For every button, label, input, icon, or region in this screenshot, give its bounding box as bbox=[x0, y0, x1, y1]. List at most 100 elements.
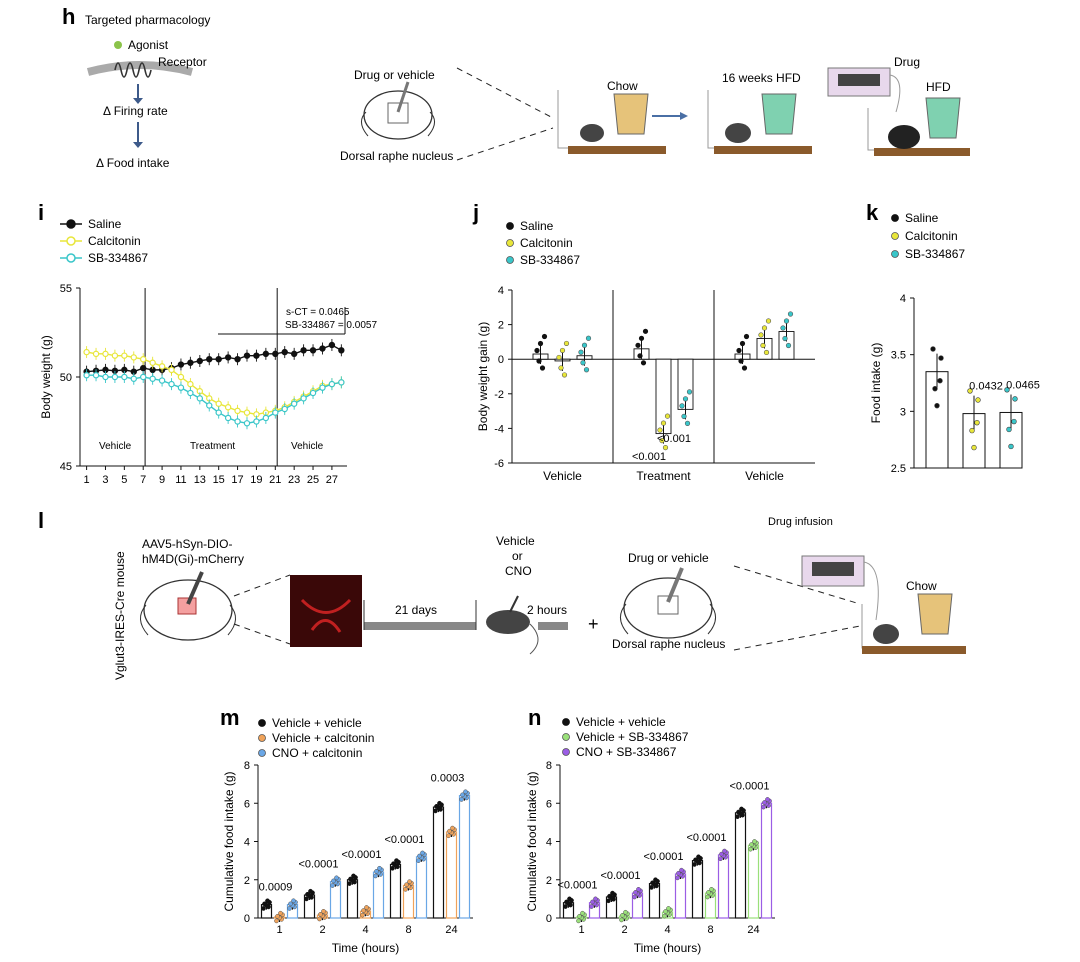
data-point bbox=[206, 402, 213, 409]
l-mouse-line: Vglut3-IRES-Cre mouse bbox=[113, 551, 127, 680]
data-dot bbox=[610, 890, 615, 896]
data-dot bbox=[739, 340, 746, 347]
data-dot bbox=[686, 389, 693, 395]
data-dot bbox=[450, 825, 455, 831]
data-dot bbox=[308, 888, 313, 894]
data-dot bbox=[623, 909, 628, 915]
data-dot bbox=[265, 898, 270, 904]
data-dot bbox=[564, 899, 569, 905]
data-dot bbox=[317, 916, 322, 922]
data-point bbox=[224, 354, 232, 361]
data-dot bbox=[679, 403, 685, 409]
x-tick-label: 4 bbox=[362, 924, 368, 936]
data-dot bbox=[437, 800, 442, 806]
data-dot bbox=[739, 806, 744, 812]
h-hfd16: 16 weeks HFD bbox=[722, 71, 801, 85]
data-dot bbox=[780, 325, 786, 331]
data-point bbox=[281, 405, 288, 413]
x-tick-label: 4 bbox=[664, 924, 670, 936]
data-dot bbox=[662, 913, 667, 919]
data-dot bbox=[975, 397, 981, 403]
data-point bbox=[338, 379, 345, 386]
data-dot bbox=[969, 427, 975, 434]
data-point bbox=[215, 400, 222, 407]
data-dot bbox=[752, 839, 757, 844]
p-value-label: <0.0001 bbox=[298, 859, 338, 871]
data-dot bbox=[373, 873, 378, 879]
data-dot bbox=[347, 881, 352, 886]
mouse-icon bbox=[580, 124, 604, 142]
data-dot bbox=[287, 906, 292, 911]
y-tick-label: 2 bbox=[498, 320, 504, 332]
data-dot bbox=[581, 342, 588, 348]
data-point bbox=[121, 352, 128, 359]
data-dot bbox=[620, 912, 625, 918]
data-dot bbox=[1012, 396, 1018, 402]
bar bbox=[445, 831, 458, 919]
pump-body bbox=[812, 562, 854, 576]
data-dot bbox=[932, 385, 938, 392]
data-point bbox=[328, 341, 336, 349]
p-value-label: 0.0003 bbox=[431, 773, 465, 785]
data-dot bbox=[619, 917, 624, 923]
panel-letter-h: h bbox=[62, 4, 75, 29]
phase-label: Vehicle bbox=[99, 441, 132, 452]
data-point bbox=[111, 373, 119, 381]
data-point bbox=[243, 352, 251, 359]
data-point bbox=[300, 395, 307, 402]
data-dot bbox=[589, 904, 594, 909]
brain-section-icon-2 bbox=[140, 571, 236, 641]
legend-marker bbox=[66, 219, 76, 229]
x-tick-label: 17 bbox=[231, 474, 243, 486]
y-tick-label: 2.5 bbox=[891, 463, 906, 475]
data-dot bbox=[1008, 443, 1014, 450]
data-dot bbox=[563, 904, 568, 909]
data-dot bbox=[541, 333, 548, 340]
data-dot bbox=[743, 333, 750, 340]
data-dot bbox=[758, 332, 764, 338]
panel-letter-i: i bbox=[38, 200, 44, 225]
data-dot bbox=[663, 909, 668, 914]
p-value-label: 0.0465 bbox=[1006, 379, 1040, 391]
panel-letter-n: n bbox=[528, 705, 541, 730]
data-point bbox=[290, 400, 298, 407]
data-dot bbox=[416, 858, 421, 863]
x-tick-label: 9 bbox=[159, 474, 165, 486]
data-dot bbox=[590, 899, 595, 905]
y-tick-label: 55 bbox=[60, 283, 72, 295]
dashed-line-4 bbox=[233, 623, 291, 645]
data-dot bbox=[749, 842, 754, 847]
bar bbox=[372, 871, 385, 919]
data-point bbox=[140, 373, 147, 381]
legend-label: CNO + SB-334867 bbox=[576, 745, 677, 759]
data-dot bbox=[938, 355, 944, 361]
bar bbox=[432, 806, 445, 919]
series-line-calcitonin bbox=[86, 351, 342, 416]
stat-label: s-CT = 0.0465 bbox=[286, 307, 350, 318]
data-point bbox=[140, 364, 147, 372]
data-dot bbox=[433, 808, 438, 814]
data-point bbox=[243, 420, 251, 427]
x-tick-label: 15 bbox=[213, 474, 225, 486]
x-tick-label: 24 bbox=[445, 924, 457, 936]
data-dot bbox=[765, 318, 772, 324]
data-point bbox=[168, 366, 175, 374]
y-tick-label: 0 bbox=[546, 913, 552, 925]
data-point bbox=[130, 354, 137, 361]
h-drug: Drug bbox=[894, 55, 920, 69]
data-dot bbox=[447, 828, 452, 834]
data-point bbox=[272, 409, 279, 416]
data-dot bbox=[360, 912, 365, 918]
data-point bbox=[224, 414, 232, 422]
x-category-label: Vehicle bbox=[543, 469, 582, 483]
data-dot bbox=[417, 853, 422, 859]
bar bbox=[674, 873, 687, 919]
data-dot bbox=[637, 353, 643, 359]
h-receptor: Receptor bbox=[158, 55, 207, 69]
data-point bbox=[92, 350, 100, 358]
